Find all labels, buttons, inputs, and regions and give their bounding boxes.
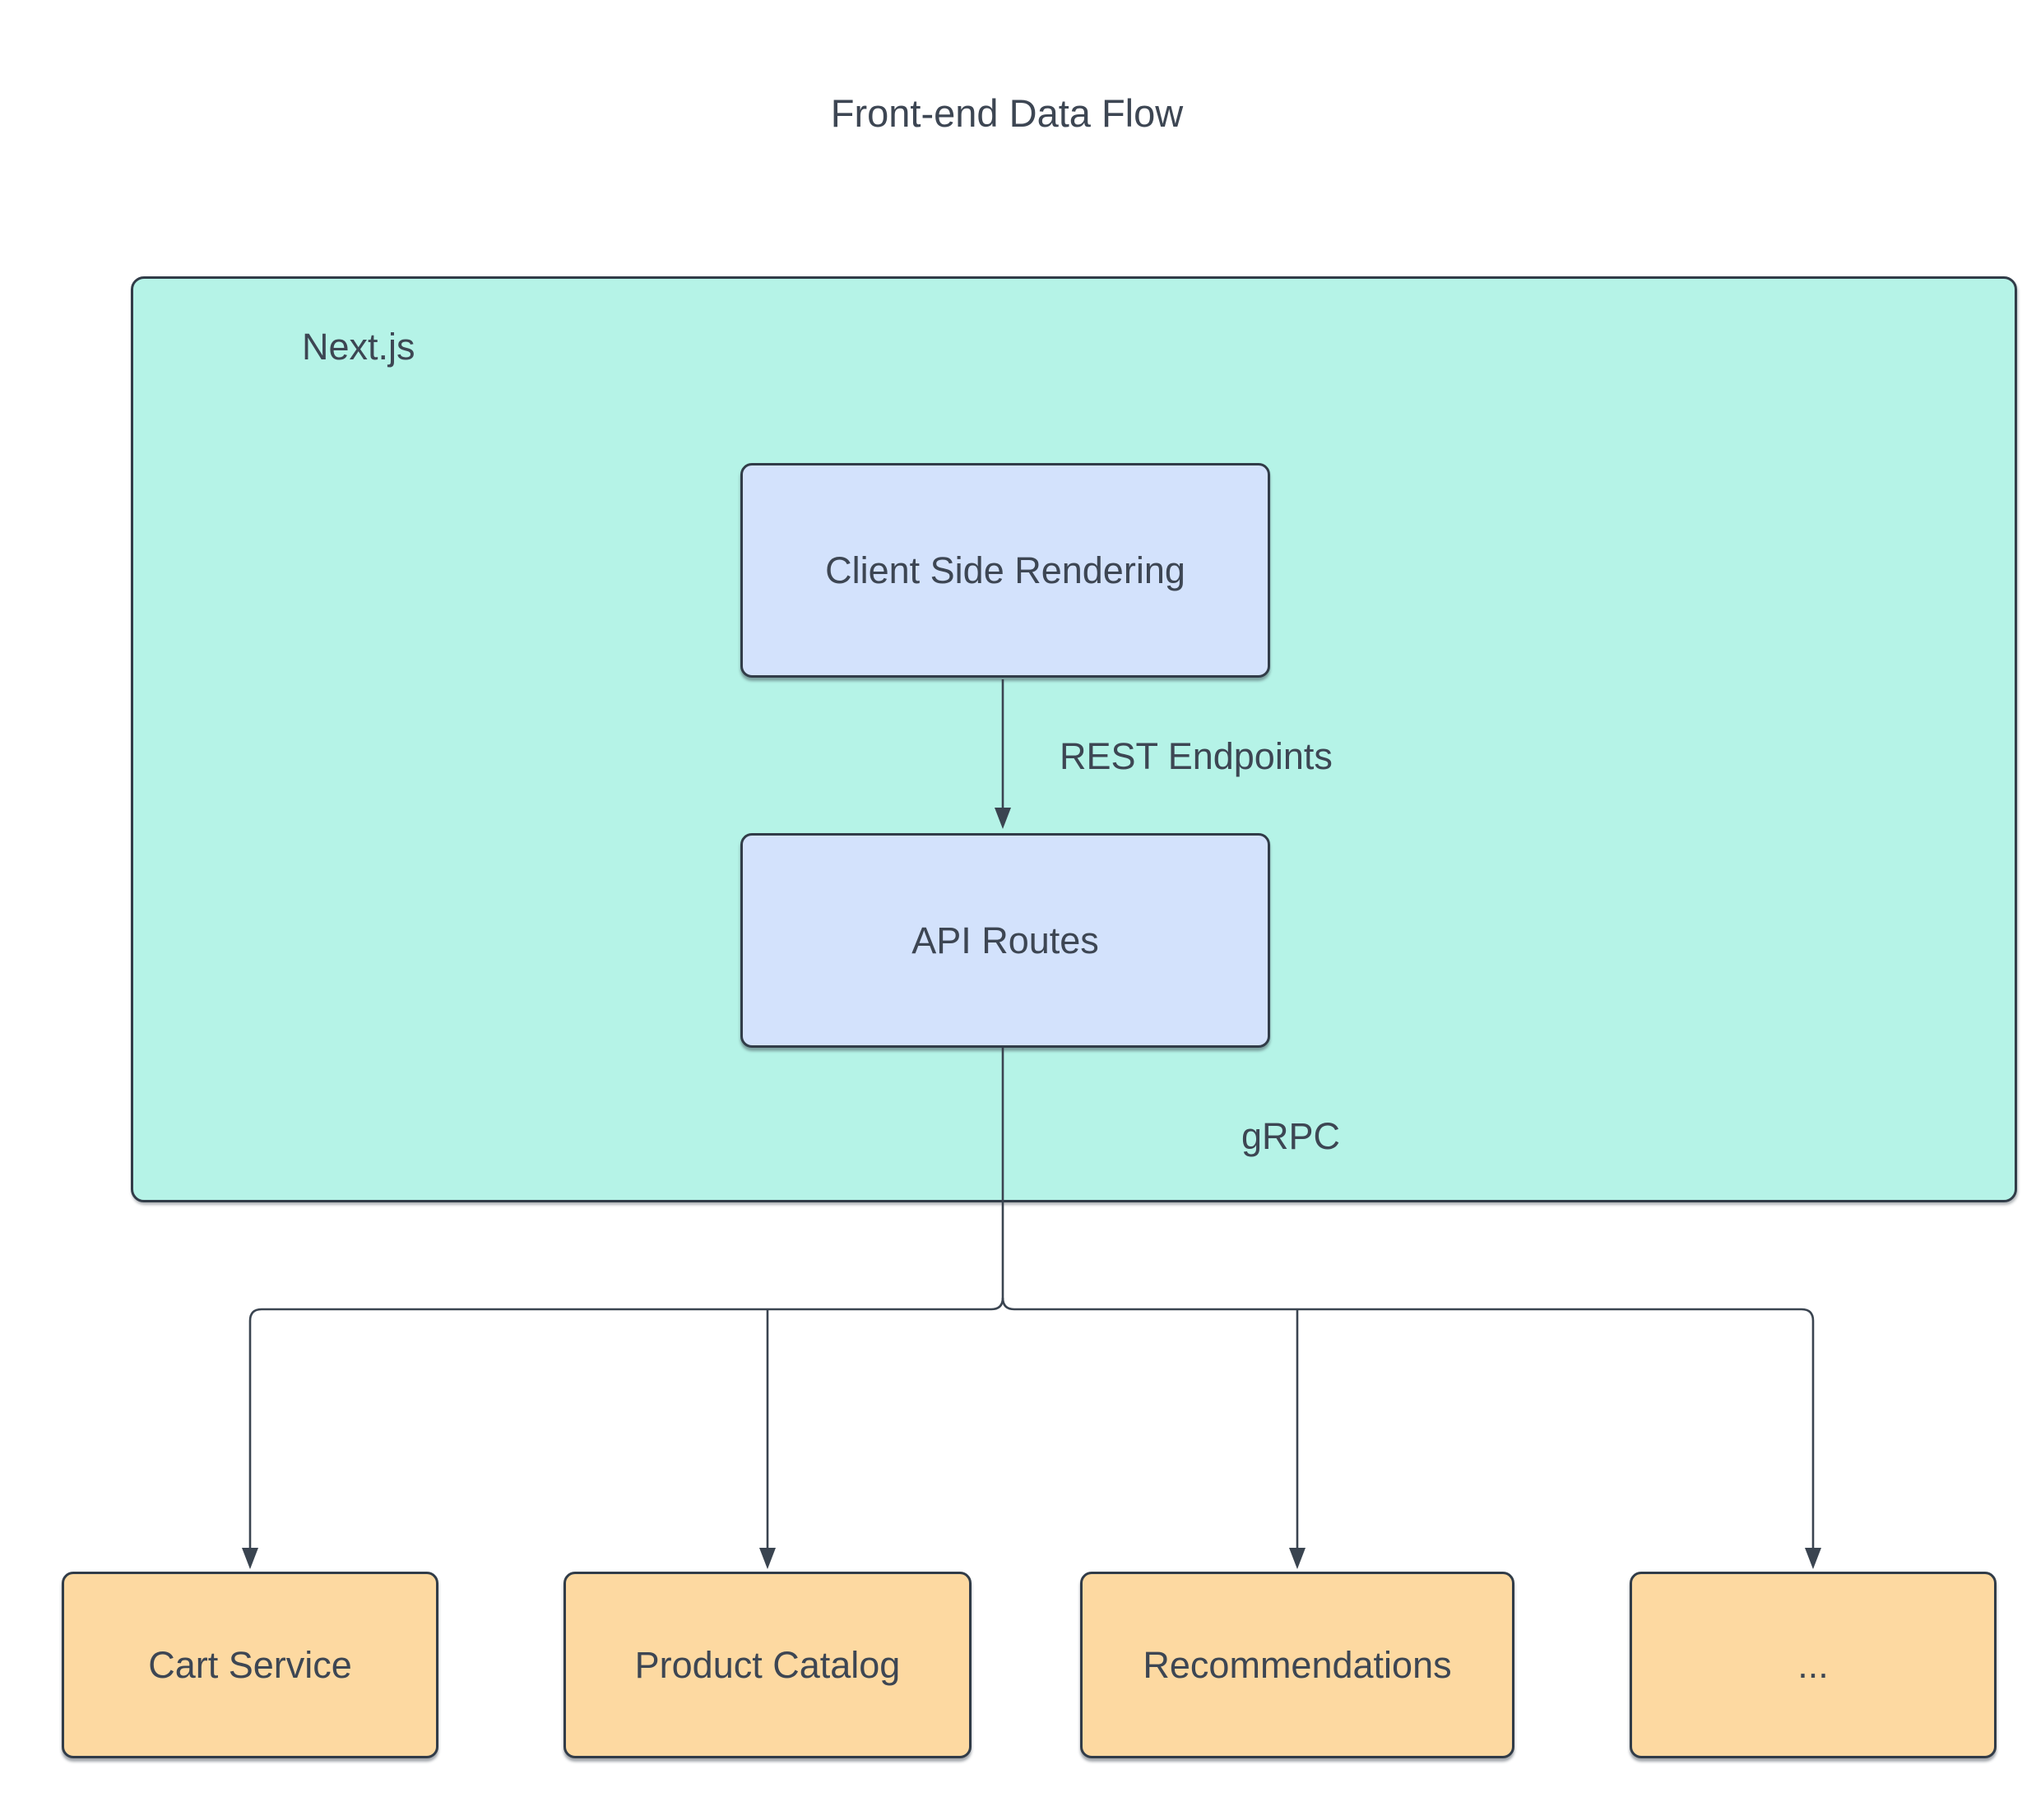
node-api-routes-label: API Routes	[911, 919, 1099, 961]
group-container-label: Next.js	[302, 326, 415, 368]
node-product-catalog-label: Product Catalog	[634, 1643, 901, 1686]
edge-api-to-more	[1001, 1297, 1815, 1548]
node-client-side-rendering-label: Client Side Rendering	[825, 549, 1185, 591]
edge-label-rest-endpoints: REST Endpoints	[1060, 735, 1333, 777]
node-recommendations: Recommendations	[1080, 1572, 1514, 1758]
arrowhead-to-recs	[1289, 1548, 1306, 1569]
node-api-routes: API Routes	[740, 833, 1270, 1048]
node-cart-service: Cart Service	[62, 1572, 438, 1758]
edge-label-grpc: gRPC	[1241, 1115, 1341, 1157]
diagram-title: Front-end Data Flow	[830, 91, 1184, 135]
node-ellipsis: ...	[1630, 1572, 1997, 1758]
node-cart-service-label: Cart Service	[148, 1643, 352, 1686]
node-ellipsis-label: ...	[1797, 1643, 1829, 1686]
arrowhead-to-catalog	[759, 1548, 776, 1569]
node-client-side-rendering: Client Side Rendering	[740, 463, 1270, 678]
arrowhead-to-more	[1805, 1548, 1821, 1569]
node-product-catalog: Product Catalog	[563, 1572, 972, 1758]
arrowhead-to-cart	[242, 1548, 258, 1569]
node-recommendations-label: Recommendations	[1143, 1643, 1452, 1686]
